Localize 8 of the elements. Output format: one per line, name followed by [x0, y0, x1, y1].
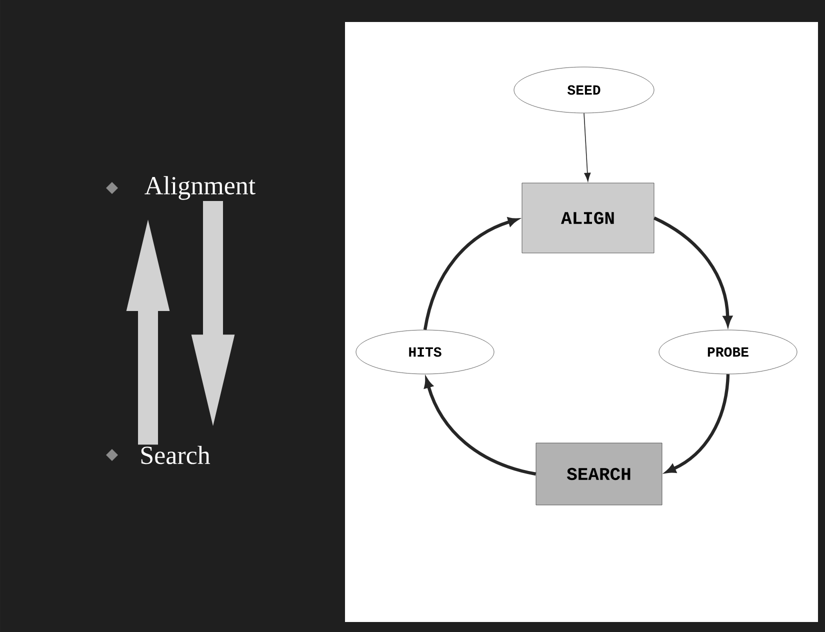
bullet-text: Search — [141, 446, 210, 464]
ellipse-node: SEED — [514, 66, 654, 114]
bullet-text: Alignment — [144, 176, 256, 200]
process-box: ALIGN — [522, 182, 654, 254]
process-box: SEARCH — [536, 442, 662, 506]
ellipse-node: HITS — [356, 330, 494, 374]
arrow — [584, 112, 591, 182]
ellipse-node: PROBE — [658, 330, 798, 374]
